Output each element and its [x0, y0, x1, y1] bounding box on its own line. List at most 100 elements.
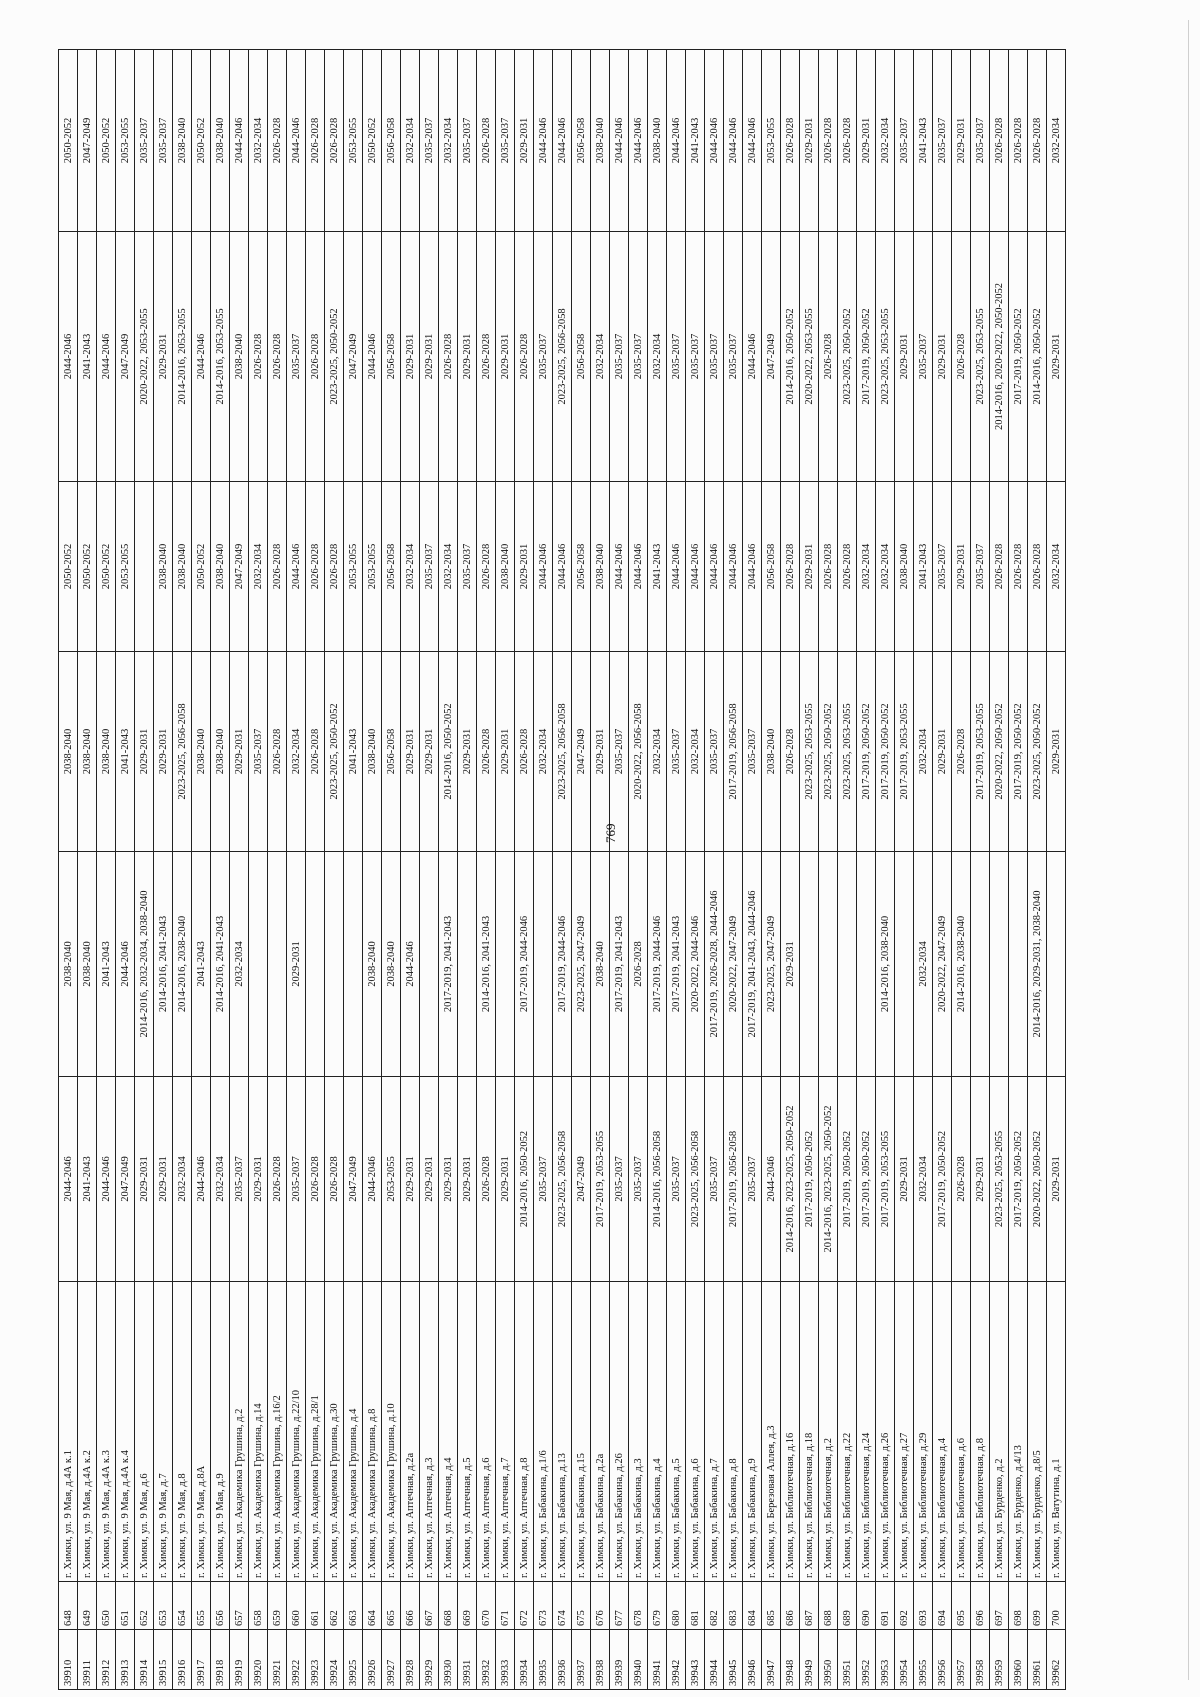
period-cell: 2032-2034 [875, 481, 895, 652]
period-cell: 2044-2046 [666, 49, 686, 232]
address-cell: г. Химки, ул. Бабакина, д.9 [742, 1281, 762, 1582]
address-cell: г. Химки, ул. Библиотечная, д.8 [970, 1281, 990, 1582]
row-id-cell: 39945 [723, 1629, 743, 1690]
period-cell [533, 851, 553, 1077]
period-cell: 2038-2040 [647, 49, 667, 232]
address-cell: г. Химки, ул. 9 Мая, д.4А к.3 [96, 1281, 116, 1582]
period-cell: 2029-2031 [457, 651, 477, 852]
row-id-cell: 39959 [989, 1629, 1009, 1690]
row-number-cell: 693 [913, 1581, 933, 1630]
period-cell: 2026-2028 [951, 231, 971, 482]
period-cell: 2035-2037 [419, 481, 439, 652]
row-number-cell: 697 [989, 1581, 1009, 1630]
period-cell [305, 851, 325, 1077]
row-id-cell: 39962 [1046, 1629, 1066, 1690]
row-number-cell: 692 [894, 1581, 914, 1630]
row-number-cell: 649 [77, 1581, 97, 1630]
period-cell: 2038-2040 [172, 481, 192, 652]
row-id-cell: 39922 [286, 1629, 306, 1690]
row-id-cell: 39951 [837, 1629, 857, 1690]
period-cell: 2023-2025, 2047-2049 [571, 851, 591, 1077]
period-cell: 2014-2016, 2038-2040 [875, 851, 895, 1077]
period-cell: 2041-2043 [647, 481, 667, 652]
address-cell: г. Химки, ул. Бабакина, д.2а [590, 1281, 610, 1582]
address-cell: г. Химки, ул. Библиотечная, д.16 [780, 1281, 800, 1582]
period-cell: 2050-2052 [58, 49, 78, 232]
period-cell: 2026-2028 [818, 49, 838, 232]
period-cell: 2032-2034 [286, 651, 306, 852]
period-cell: 2038-2040 [77, 651, 97, 852]
period-cell: 2044-2046 [400, 851, 420, 1077]
period-cell: 2035-2037 [666, 231, 686, 482]
period-cell: 2029-2031 [514, 49, 534, 232]
row-number-cell: 676 [590, 1581, 610, 1630]
period-cell: 2029-2031 [134, 1076, 154, 1282]
address-cell: г. Химки, ул. Бабакина, д.7 [704, 1281, 724, 1582]
period-cell: 2035-2037 [628, 231, 648, 482]
period-cell: 2029-2031 [400, 1076, 420, 1282]
period-cell: 2017-2019, 2050-2052 [856, 1076, 876, 1282]
period-cell: 2035-2037 [286, 1076, 306, 1282]
address-cell: г. Химки, ул. Бурденко, д.8/5 [1027, 1281, 1047, 1582]
address-cell: г. Химки, ул. Библиотечная, д.26 [875, 1281, 895, 1582]
row-id-cell: 39925 [343, 1629, 363, 1690]
period-cell: 2044-2046 [742, 49, 762, 232]
period-cell: 2038-2040 [894, 481, 914, 652]
period-cell: 2029-2031 [1046, 1076, 1066, 1282]
period-cell: 2050-2052 [96, 49, 116, 232]
row-id-cell: 39950 [818, 1629, 838, 1690]
period-cell: 2026-2028 [267, 651, 287, 852]
period-cell: 2029-2031 [419, 231, 439, 482]
period-cell: 2026-2028 [267, 481, 287, 652]
row-id-cell: 39911 [77, 1629, 97, 1690]
address-cell: г. Химки, ул. Аптечная, д.2а [400, 1281, 420, 1582]
period-cell: 2056-2058 [381, 49, 401, 232]
row-number-cell: 688 [818, 1581, 838, 1630]
period-cell: 2029-2031 [780, 851, 800, 1077]
row-number-cell: 665 [381, 1581, 401, 1630]
period-cell: 2032-2034 [533, 651, 553, 852]
row-number-cell: 661 [305, 1581, 325, 1630]
period-cell: 2032-2034 [1046, 481, 1066, 652]
period-cell: 2035-2037 [932, 481, 952, 652]
period-cell: 2035-2037 [666, 651, 686, 852]
period-cell [856, 851, 876, 1077]
row-id-cell: 39938 [590, 1629, 610, 1690]
row-id-cell: 39946 [742, 1629, 762, 1690]
period-cell: 2032-2034 [400, 481, 420, 652]
period-cell: 2035-2037 [229, 1076, 249, 1282]
period-cell: 2044-2046 [609, 481, 629, 652]
period-cell [799, 851, 819, 1077]
period-cell: 2029-2031 [286, 851, 306, 1077]
period-cell: 2029-2031 [153, 231, 173, 482]
period-cell: 2029-2031 [400, 231, 420, 482]
period-cell: 2032-2034 [647, 651, 667, 852]
period-cell: 2044-2046 [115, 851, 135, 1077]
period-cell: 2044-2046 [704, 481, 724, 652]
row-number-cell: 695 [951, 1581, 971, 1630]
period-cell: 2026-2028 [476, 49, 496, 232]
period-cell [267, 851, 287, 1077]
period-cell: 2044-2046 [704, 49, 724, 232]
period-cell: 2035-2037 [704, 651, 724, 852]
period-cell: 2050-2052 [77, 481, 97, 652]
row-number-cell: 675 [571, 1581, 591, 1630]
period-cell: 2026-2028 [476, 231, 496, 482]
row-id-cell: 39944 [704, 1629, 724, 1690]
period-cell: 2053-2055 [381, 1076, 401, 1282]
period-cell: 2056-2058 [381, 231, 401, 482]
period-cell: 2023-2025, 2056-2058 [552, 651, 572, 852]
address-cell: г. Химки, ул. Бабакина, д.8 [723, 1281, 743, 1582]
period-cell: 2056-2058 [571, 231, 591, 482]
address-cell: г. Химки, ул. Библиотечная, д.6 [951, 1281, 971, 1582]
